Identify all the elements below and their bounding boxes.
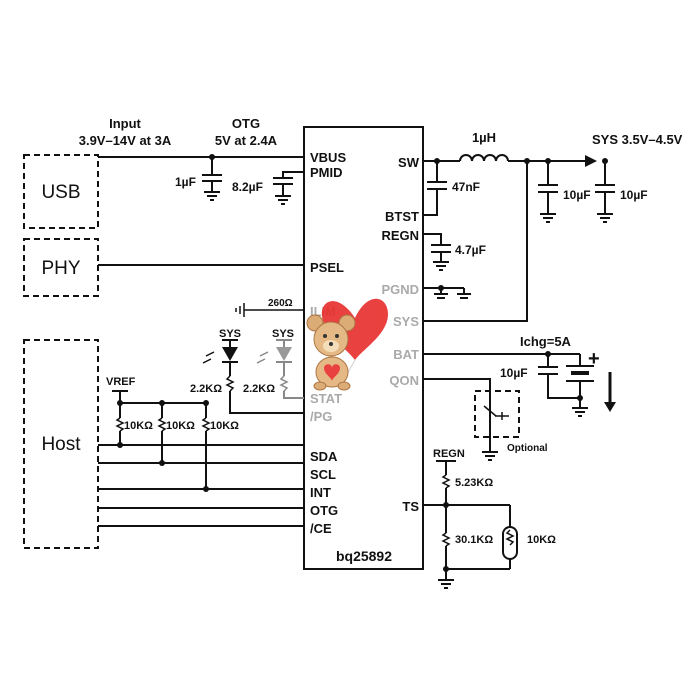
c-4-7u-label: 4.7µF [455,243,486,257]
otg-title: OTG [232,116,260,131]
sys-caps: 10µF 10µF [538,161,648,223]
led-power-good: SYS 2.2KΩ [243,328,304,399]
phy-label: PHY [41,258,80,279]
otg-rating: 5V at 2.4A [215,133,278,148]
ilim-net: 260Ω [235,298,304,317]
phy-block: PHY [23,238,99,297]
regn-net: 4.7µF [423,233,486,271]
r-pu2-label: 10KΩ [166,420,195,432]
optional-label: Optional [507,443,548,454]
host-block: Host [23,339,99,549]
pin-pgnd: PGND [381,282,419,297]
inductor-label: 1µH [472,130,496,145]
sw-net: 1µH SYS 3.5V–4.5V 47nF [423,130,683,216]
c-8-2u-label: 8.2µF [232,180,263,194]
sys-range-label: SYS 3.5V–4.5V [592,132,683,147]
pin-stat: STAT [310,391,342,406]
pin-pmid: PMID [310,165,343,180]
chip-name: bq25892 [336,548,392,564]
host-i2c-net: VREF 10KΩ 10KΩ 10KΩ [98,376,304,527]
pin-otg: OTG [310,503,338,518]
c-bat-label: 10µF [500,366,528,380]
led-sys1-label: SYS [219,328,241,340]
qon-net: Optional [423,378,548,461]
vbus-net: 1µF [98,154,304,201]
pmid-net: 8.2µF [232,171,304,205]
sys-feedback-wire [423,161,528,322]
battery-plus-icon: + [588,348,600,370]
r-ts-top-label: 5.23KΩ [455,477,493,489]
pin-pg: /PG [310,409,332,424]
c-sys1-label: 10µF [563,188,591,202]
pin-sys: SYS [393,314,419,329]
thermistor-label: 10KΩ [527,534,556,546]
r-pu3-label: 10KΩ [210,420,239,432]
teddy-bear-watermark-icon [306,298,388,391]
pin-sda: SDA [310,449,338,464]
pin-int: INT [310,485,331,500]
bat-net: Ichg=5A 10µF + [423,334,616,417]
vref-label: VREF [106,376,136,388]
r-led2-label: 2.2KΩ [243,383,275,395]
regn-ts-label: REGN [433,448,465,460]
input-range: 3.9V–14V at 3A [79,133,172,148]
usb-block: USB [23,154,99,229]
r-ilim-label: 260Ω [268,298,293,309]
r-pu1-label: 10KΩ [124,420,153,432]
pin-bat: BAT [393,347,419,362]
c-sys2-label: 10µF [620,188,648,202]
input-title: Input [109,116,141,131]
pin-btst: BTST [385,209,419,224]
led-charge-status: SYS 2.2KΩ [190,328,304,414]
pin-ts: TS [402,499,419,514]
c-1u-label: 1µF [175,175,196,189]
charge-direction-arrow-icon [604,402,616,412]
c-47n-label: 47nF [452,180,480,194]
pin-qon: QON [389,373,419,388]
ts-net: REGN 5.23KΩ 30.1KΩ 10KΩ [423,448,556,589]
pin-regn: REGN [381,228,419,243]
usb-label: USB [41,182,80,203]
led-sys2-label: SYS [272,328,294,340]
pin-vbus: VBUS [310,150,346,165]
ichg-label: Ichg=5A [520,334,572,349]
pgnd-net [423,285,471,299]
host-label: Host [41,434,81,455]
r-led1-label: 2.2KΩ [190,383,222,395]
r-ts-bot-label: 30.1KΩ [455,534,493,546]
pin-sw: SW [398,155,420,170]
pin-scl: SCL [310,467,336,482]
pin-ce: /CE [310,521,332,536]
pin-psel: PSEL [310,260,344,275]
